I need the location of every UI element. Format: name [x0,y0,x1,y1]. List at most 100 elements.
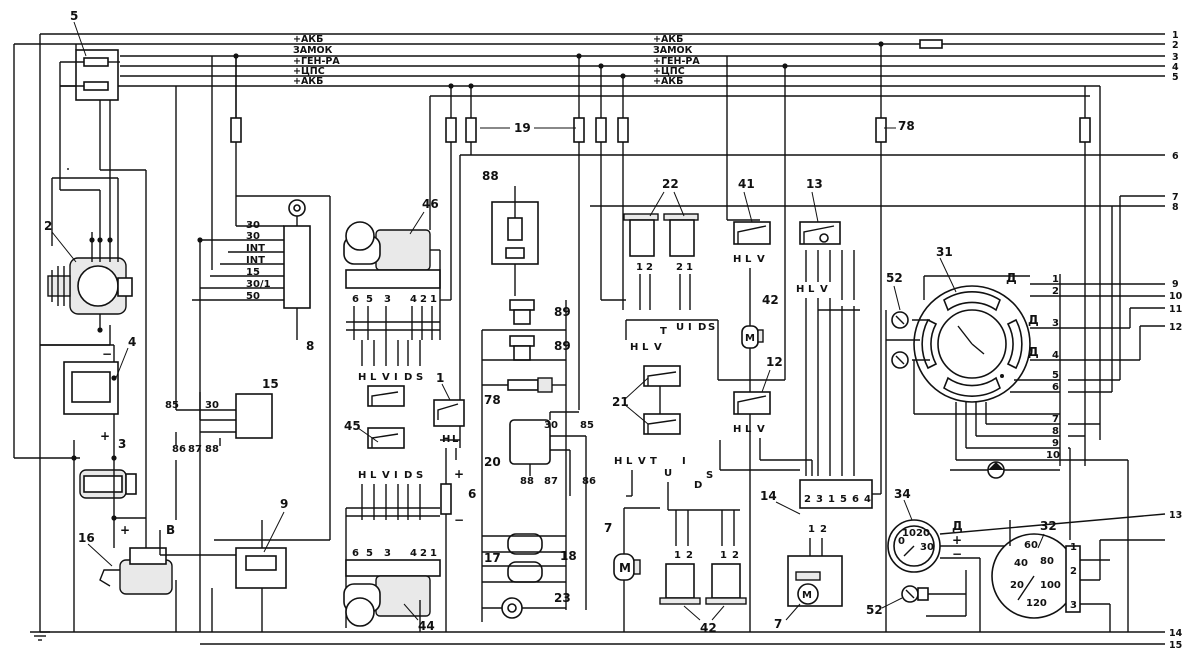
motor-pin: 1 [686,262,693,273]
switch-pin: H [796,284,804,295]
bus-label: +ЦПС [653,66,685,77]
motor-pin: 1 [430,294,437,305]
switch-pin: D [698,322,706,333]
motor-pin: 2 [732,550,739,561]
bus-label: +ГЕН-РА [653,56,700,67]
relay-pin: 88 [520,476,534,487]
motor-pin: 1 [674,550,681,561]
speedo-tick: 60 [1024,540,1038,551]
cluster-pin: 6 [1052,382,1059,393]
component-number: 78 [898,119,915,133]
switch-pin: V [757,254,765,265]
component-number: 44 [418,619,435,633]
relay-9: 9 [211,497,288,632]
line-number: 15 [1169,640,1182,651]
motor-pin: 1 [720,550,727,561]
component-number: 46 [422,197,439,211]
instrument-cluster-31: 31 Д Д Д 1 2 3 4 5 6 7 8 9 10 [913,196,1165,632]
switch-pin: S [706,470,713,481]
switch-pin: V [382,372,390,383]
bus-label: +АКБ [653,34,683,45]
motor-pin: 2 [420,294,427,305]
switch-pin: T [660,326,667,337]
letter-b: B [166,523,175,537]
gauge-34: 0 10 20 30 34 Д + − [887,487,1166,632]
switch-pin: I [394,372,398,383]
pin-label: INT [246,255,265,266]
cluster-pin: 8 [1052,426,1059,437]
switch-21: H L V T U I D S 21 H L V T U I D S [612,319,800,510]
sign: + [100,429,110,443]
pin-label: INT [246,243,265,254]
lamps-17-18-23: 17 18 23 [482,533,577,619]
component-number: 52 [886,271,903,285]
switch-pin: D [694,480,702,491]
bus-label: ЗАМОК [653,45,693,56]
switch-pin: U [664,468,672,479]
generator-2: 2 [44,219,133,333]
relay-pin: 86 [582,476,596,487]
line-number: 6 [1172,151,1179,162]
motor-glyph: М [619,561,631,575]
line-number: 12 [1169,322,1182,333]
gauge-tick: 10 [902,528,916,539]
motor-pin: 1 [636,262,643,273]
ignition-switch-8: 30 30 INT INT 15 30/1 50 8 [192,53,331,632]
bus-label: ЗАМОК [293,45,333,56]
switch-pin: L [642,342,649,353]
component-number: 4 [128,335,136,349]
speedo-tick: 80 [1040,556,1054,567]
relay-pin: 30 [544,420,558,431]
relay-pin: 30 [205,400,219,411]
pin-label: 50 [246,291,260,302]
speedo-tick: 100 [1040,580,1061,591]
connector-14: 2 3 1 5 6 4 14 1 2 М 7 [760,470,882,631]
component-number: 42 [700,621,717,635]
pin-label: 30/1 [246,279,271,290]
switch-pin: T [650,456,657,467]
connector-pin: 2 [1070,566,1077,577]
sign: + [120,523,130,537]
bus-lines [14,33,1165,645]
component-number: 6 [468,487,476,501]
connector-pin: 1 [808,524,815,535]
speedo-tick: 120 [1026,598,1047,609]
switch-pin: L [745,254,752,265]
switch-pin: D [404,372,412,383]
relay-88: 88 [482,169,539,296]
switch-pin: L [745,424,752,435]
lamps-52-top: 52 [885,271,930,632]
switch-pin: L [370,470,377,481]
gauge-tick: 20 [916,528,930,539]
cluster-pin: 7 [1052,414,1059,425]
motor-pin: 2 [686,550,693,561]
component-number: 12 [766,355,783,369]
connector-pin: 2 [820,524,827,535]
fuse-block-5: 5 [60,9,120,101]
cluster-pin: 4 [1052,350,1059,361]
gauge-pin: − [952,547,962,561]
component-number: 7 [774,617,782,631]
washer-motors-42: 1 2 1 2 42 [659,509,747,635]
switch-pin: H [733,254,741,265]
switch-pin: I [394,470,398,481]
component-number: 21 [612,395,629,409]
component-number: 19 [514,121,531,135]
bus-label: +ЦПС [293,66,325,77]
wiper-motor-46: 6 5 3 4 2 1 46 [343,197,441,340]
switch-pin: V [382,470,390,481]
motor-7-left: М 7 [604,507,660,632]
component-number: 32 [1040,519,1057,533]
motor-pin: 6 [352,294,359,305]
cluster-pin: 3 [1052,318,1059,329]
switch-pin: L [626,456,633,467]
connector-pin: 4 [864,494,871,505]
pin-label: 30 [246,231,260,242]
component-number: 7 [604,521,612,535]
connector-pin: 1 [828,494,835,505]
motor-pin: 5 [366,294,373,305]
line-number: 2 [1172,40,1179,51]
motor-pin: 2 [420,548,427,559]
switch-pin: D [404,470,412,481]
bus-label: +АКБ [293,76,323,87]
